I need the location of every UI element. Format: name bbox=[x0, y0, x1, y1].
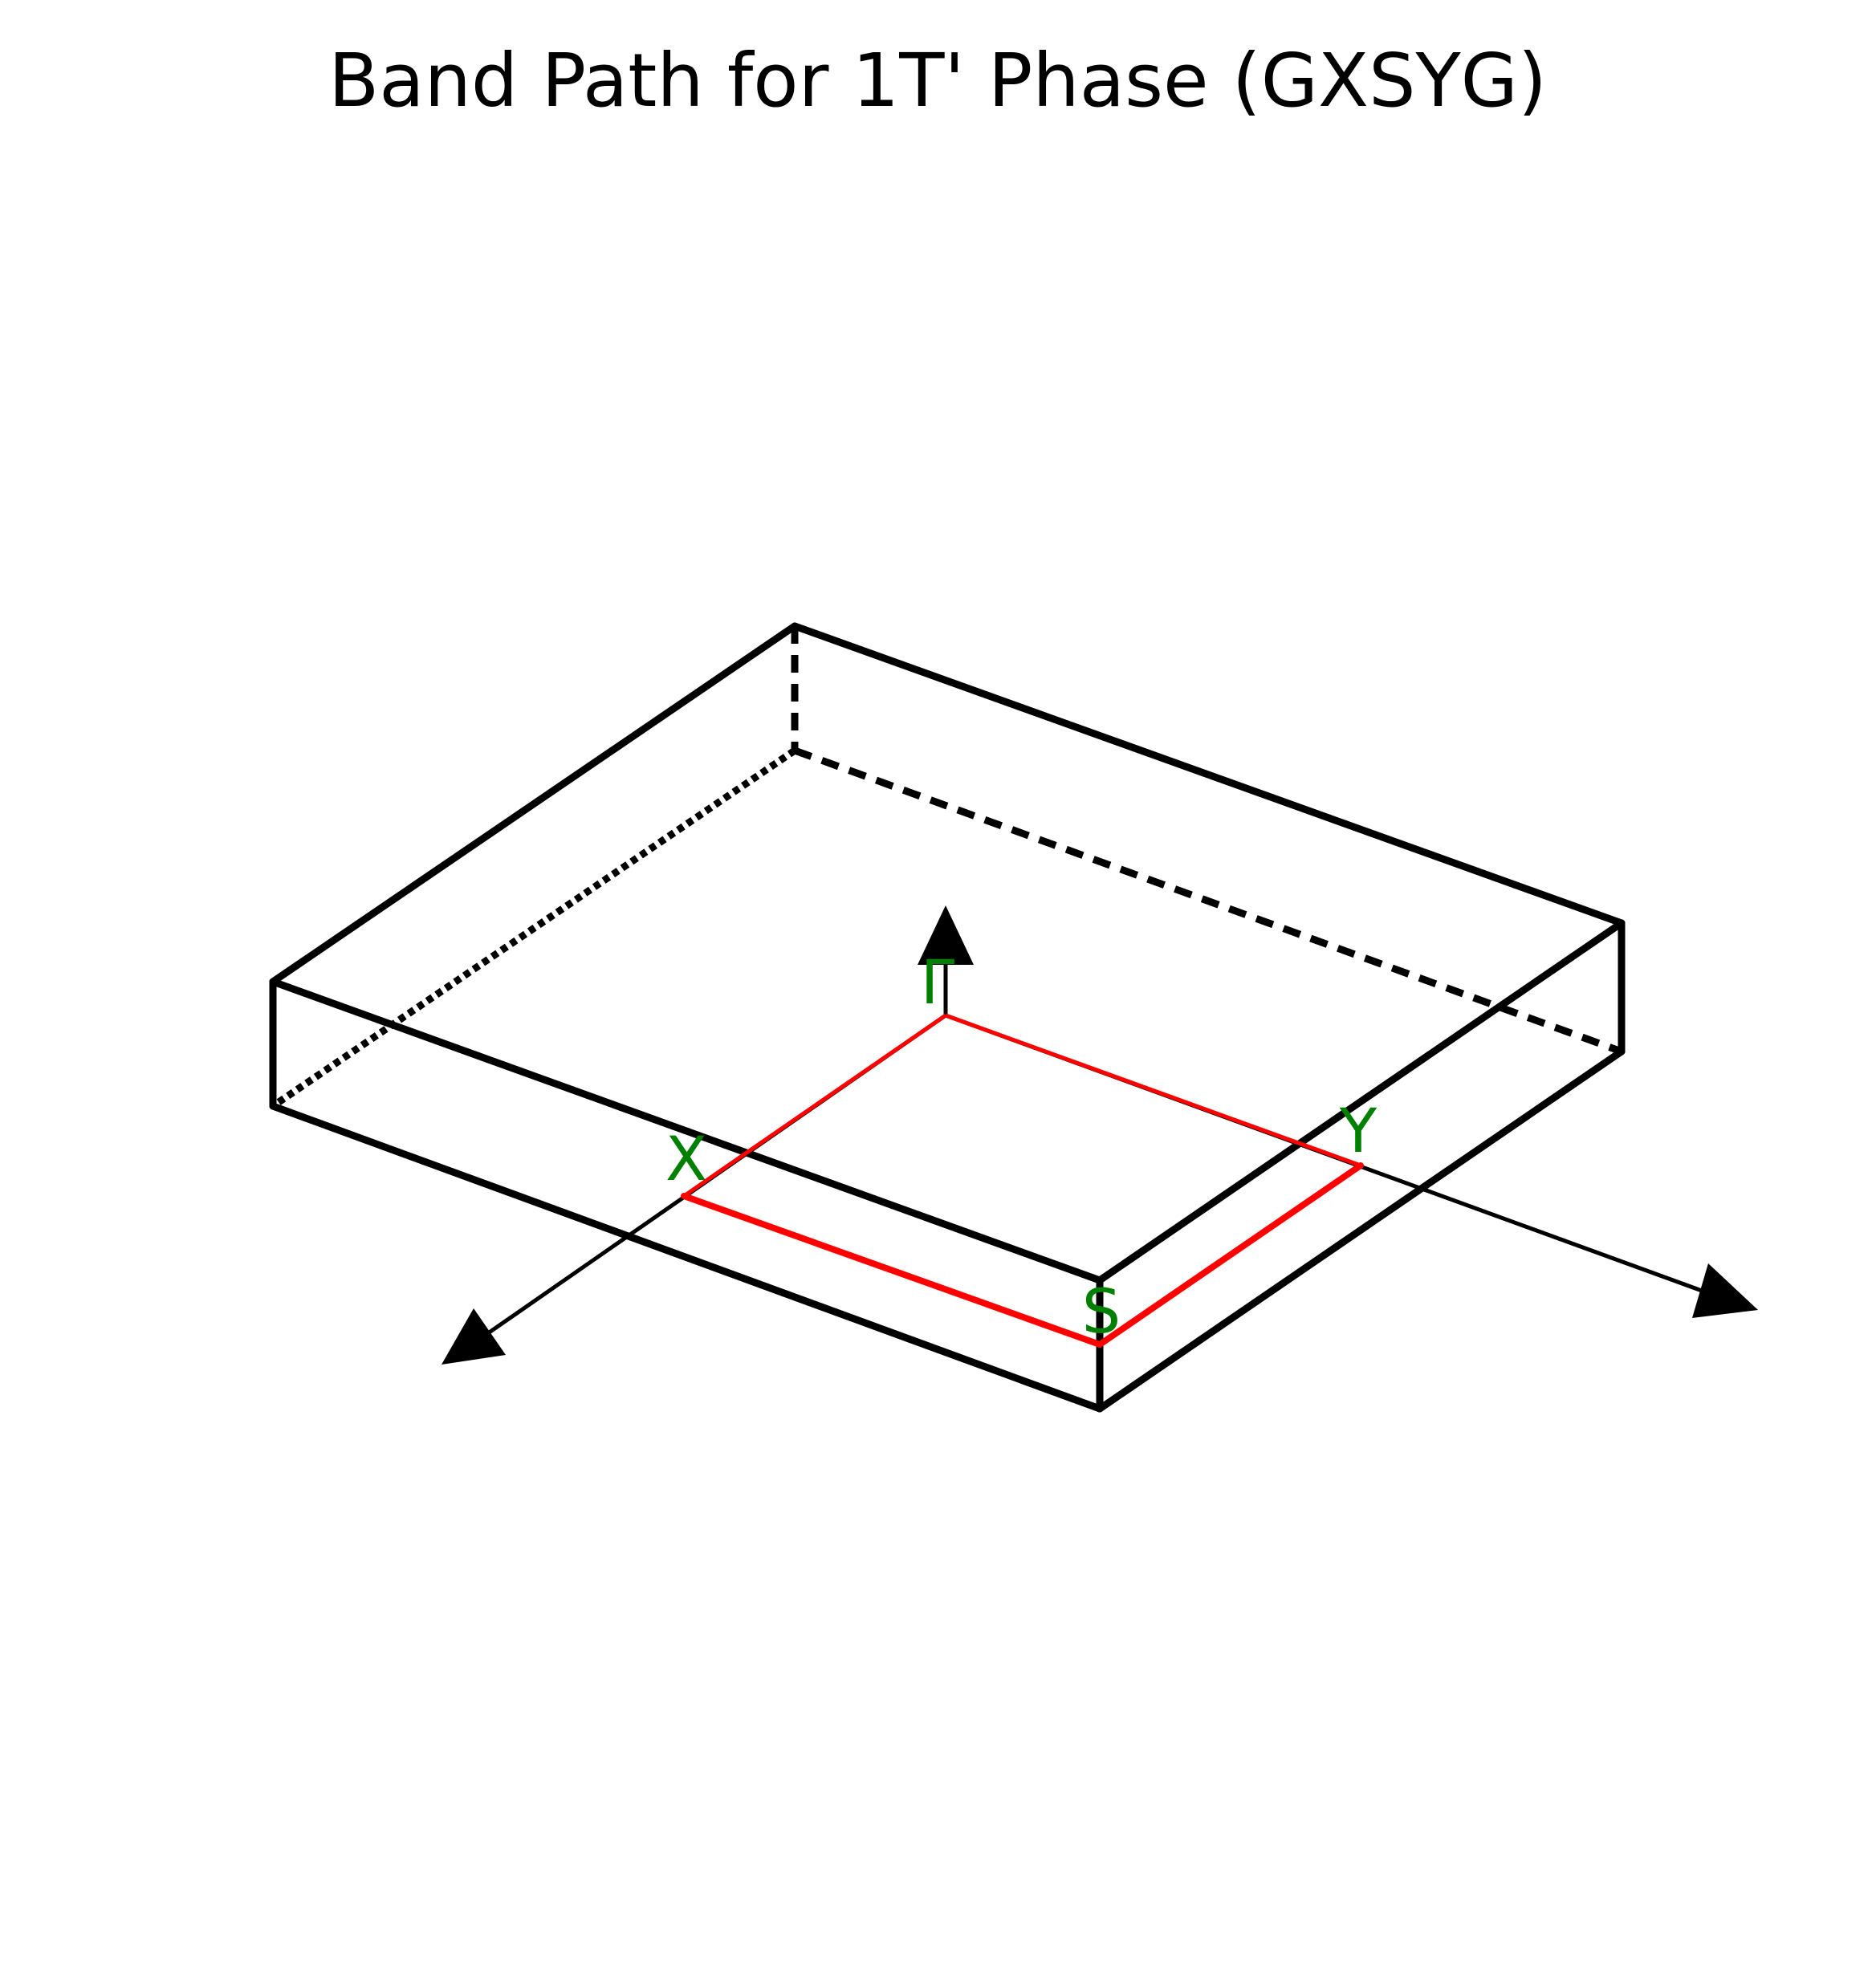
kpoint-label-s: S bbox=[1082, 1275, 1121, 1347]
cell-edge bbox=[269, 1102, 1104, 1413]
figure-title: Band Path for 1T' Phase (GXSYG) bbox=[328, 38, 1547, 124]
brillouin-zone-cell bbox=[269, 622, 1626, 1413]
kpoint-label-gamma: Γ bbox=[921, 946, 954, 1018]
kz-axis-arrowhead bbox=[918, 905, 974, 965]
ky-axis-arrowhead bbox=[1692, 1263, 1758, 1318]
cell-edge bbox=[791, 622, 1626, 927]
cell-edge bbox=[269, 622, 799, 986]
path-segment-y-gamma bbox=[945, 1013, 1361, 1168]
cell-edge-hidden bbox=[271, 747, 797, 1109]
cell-edge bbox=[1096, 1047, 1626, 1413]
kpoint-label-x: X bbox=[665, 1123, 707, 1194]
kpoint-label-y: Y bbox=[1339, 1095, 1377, 1166]
cell-edge bbox=[269, 978, 1104, 1284]
kx-axis-arrowhead bbox=[442, 1308, 506, 1365]
path-segment-x-s bbox=[681, 1193, 1103, 1348]
cell-edge bbox=[1096, 919, 1626, 1284]
path-segment-s-y bbox=[1097, 1162, 1364, 1348]
band-path bbox=[681, 1013, 1364, 1348]
kpoint-labels: Γ X S Y bbox=[665, 946, 1377, 1347]
path-segment-gamma-x bbox=[682, 1013, 947, 1198]
cell-edge-hidden bbox=[793, 746, 1623, 1056]
